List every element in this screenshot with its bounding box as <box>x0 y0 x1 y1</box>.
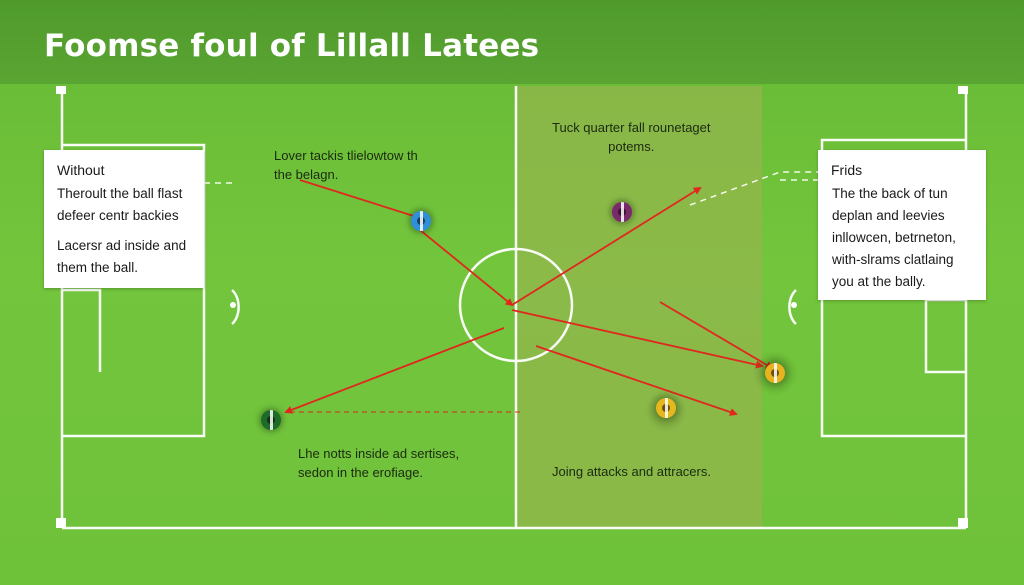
corner-bl <box>56 518 66 528</box>
player-blue-icon <box>411 211 431 231</box>
centre-circle <box>458 247 574 363</box>
annotation-line: Tuck quarter fall rounetaget <box>552 120 711 135</box>
annotation-bottom-left: Lhe notts inside ad sertises, sedon in t… <box>298 444 459 482</box>
card-right-line: deplan and leevies <box>832 208 945 223</box>
arrow-4 <box>284 327 505 414</box>
annotation-line: Lhe notts inside ad sertises, <box>298 446 460 461</box>
penalty-box-right <box>924 298 966 374</box>
player-green-icon <box>261 410 281 430</box>
card-left-line: defeer centr backies <box>57 208 179 223</box>
card-right-line: with-slrams clatlaing <box>832 252 954 267</box>
info-card-left: Without Theroult the ball flast defeer c… <box>44 150 204 288</box>
corner-tl <box>56 86 66 94</box>
corner-br <box>958 518 968 528</box>
goal-box-left <box>62 143 206 438</box>
arrow-5 <box>511 309 764 369</box>
annotation-line: sedon in the erofiage. <box>298 465 424 480</box>
player-yellow-right-icon <box>765 363 785 383</box>
arrow-1 <box>299 179 422 221</box>
penalty-spot-right <box>791 302 797 308</box>
arrow-3 <box>511 186 702 306</box>
corner-tr <box>958 86 968 94</box>
card-left-title: Without <box>57 162 105 178</box>
annotation-bottom-right: Joing attacks and attracers. <box>552 462 711 481</box>
card-right-line: you at the bally. <box>832 274 926 289</box>
annotation-line: the belagn. <box>274 167 339 182</box>
card-left-line: them the ball. <box>57 260 139 275</box>
page-title: Foomse foul of Lillall Latees <box>44 28 540 64</box>
arrow-6 <box>659 301 774 370</box>
annotation-line: potems. <box>608 139 655 154</box>
highlight-zone <box>516 86 762 528</box>
arrow-2 <box>419 229 514 307</box>
penalty-arc-left <box>231 289 240 325</box>
card-left-line: Lacersr ad inside and <box>57 238 187 253</box>
arrow-7 <box>535 345 738 416</box>
penalty-box-left <box>62 288 102 372</box>
card-right-line: The the back of tun <box>832 186 948 201</box>
player-purple-icon <box>612 202 632 222</box>
card-right-line: inllowcen, betrneton, <box>832 230 956 245</box>
annotation-line: Lover tackis tlielowtow th <box>274 148 418 163</box>
annotation-top-left: Lover tackis tlielowtow th the belagn. <box>274 146 418 184</box>
connector-right <box>689 171 818 206</box>
card-right-title: Frids <box>831 162 863 178</box>
player-yellow-center-icon <box>656 398 676 418</box>
header-bar: Foomse foul of Lillall Latees <box>0 0 1024 84</box>
annotation-top-right: Tuck quarter fall rounetaget potems. <box>552 118 711 156</box>
card-left-line: Theroult the ball flast <box>57 186 183 201</box>
annotation-line: Joing attacks and attracers. <box>552 464 711 479</box>
penalty-arc-right <box>788 289 797 325</box>
info-card-right: Frids The the back of tun deplan and lee… <box>818 150 986 300</box>
penalty-spot-left <box>230 302 236 308</box>
